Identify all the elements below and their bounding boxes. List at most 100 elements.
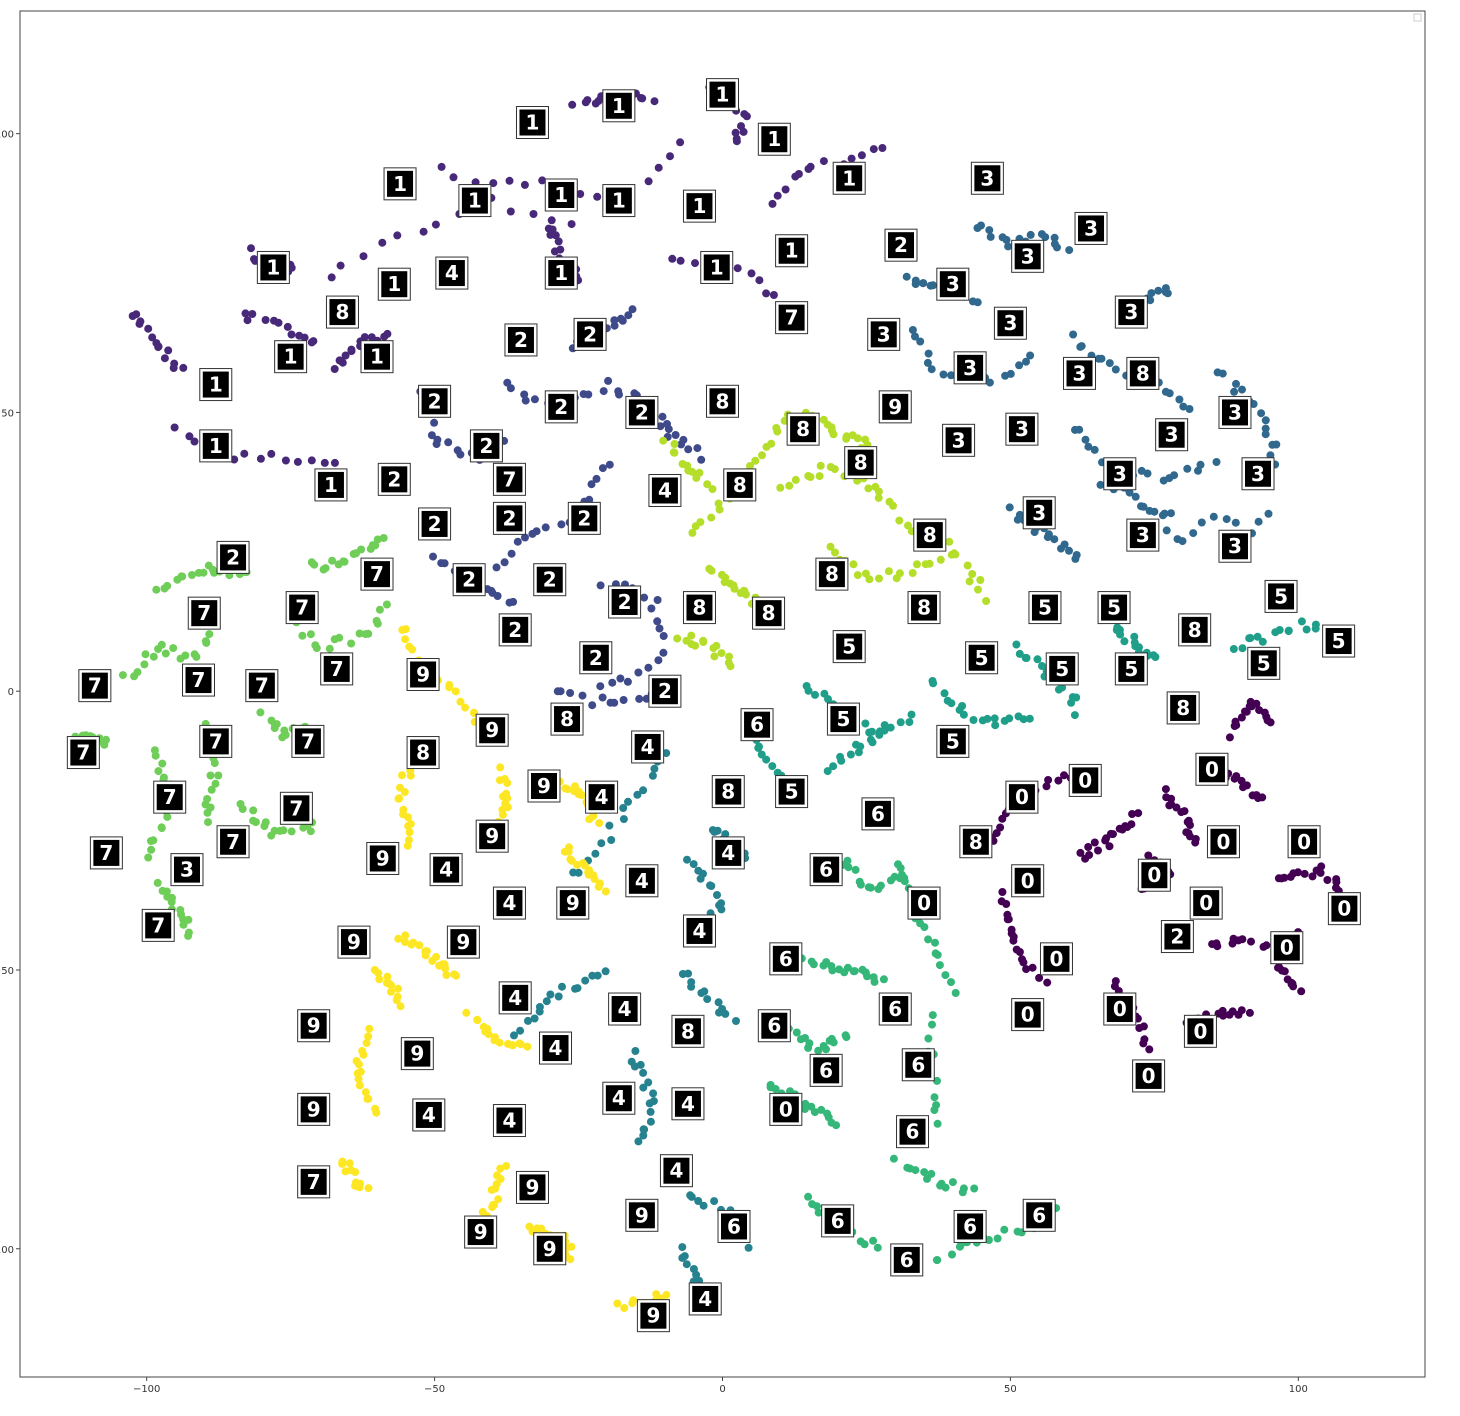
digit-thumbnail-label: 6 (963, 1214, 977, 1238)
scatter-point-digit-0 (1308, 872, 1317, 881)
digit-thumbnail: 0 (1068, 763, 1102, 797)
digit-thumbnail: 6 (809, 1053, 843, 1087)
digit-thumbnail-label: 6 (900, 1248, 914, 1272)
scatter-point-digit-7 (272, 720, 281, 729)
digit-thumbnail: 7 (285, 591, 319, 625)
scatter-point-digit-1 (547, 216, 556, 225)
digit-thumbnail: 6 (901, 1048, 935, 1082)
scatter-point-digit-4 (546, 990, 555, 999)
scatter-point-digit-9 (620, 1304, 629, 1312)
digit-thumbnail: 4 (648, 473, 682, 507)
scatter-point-digit-5 (1116, 630, 1125, 639)
scatter-point-digit-6 (933, 1119, 942, 1128)
digit-thumbnail-label: 9 (543, 1237, 557, 1261)
digit-thumbnail: 9 (878, 390, 912, 424)
scatter-point-digit-3 (1154, 286, 1163, 295)
digit-thumbnail: 7 (279, 791, 313, 825)
scatter-point-digit-3 (1266, 451, 1275, 460)
digit-thumbnail: 0 (1189, 886, 1223, 920)
digit-thumbnail-label: 8 (854, 451, 868, 475)
scatter-point-digit-2 (456, 450, 465, 459)
digit-thumbnail-label: 9 (537, 774, 551, 798)
scatter-point-digit-3 (1194, 466, 1202, 475)
digit-thumbnail-label: 1 (710, 255, 724, 279)
digit-thumbnail-label: 1 (209, 373, 223, 397)
digit-thumbnail: 5 (1264, 579, 1298, 613)
scatter-point-digit-3 (908, 326, 917, 334)
scatter-point-digit-9 (408, 645, 417, 654)
scatter-point-digit-2 (500, 558, 509, 567)
scatter-point-digit-6 (920, 1168, 929, 1177)
digit-thumbnail-label: 8 (762, 601, 776, 625)
scatter-point-digit-7 (281, 730, 290, 739)
digit-thumbnail-label: 0 (917, 891, 931, 915)
scatter-point-digit-9 (364, 1032, 373, 1041)
scatter-point-digit-8 (673, 634, 682, 643)
scatter-point-digit-5 (861, 719, 870, 728)
scatter-point-digit-3 (1050, 535, 1059, 544)
scatter-point-digit-0 (1145, 1045, 1154, 1054)
scatter-point-digit-3 (985, 378, 994, 387)
digit-thumbnail-label: 6 (1032, 1203, 1046, 1227)
scatter-point-digit-1 (336, 261, 345, 270)
scatter-point-digit-9 (422, 947, 431, 956)
digit-thumbnail: 8 (786, 412, 820, 446)
digit-thumbnail-label: 8 (416, 741, 430, 765)
scatter-point-digit-6 (941, 1183, 950, 1192)
digit-thumbnail-label: 9 (416, 662, 430, 686)
scatter-point-digit-9 (571, 782, 579, 791)
scatter-point-digit-4 (689, 860, 698, 869)
digit-thumbnail: 8 (723, 468, 757, 502)
scatter-point-digit-9 (515, 1039, 524, 1048)
scatter-point-digit-2 (653, 596, 662, 604)
scatter-point-digit-1 (419, 227, 428, 236)
scatter-point-digit-8 (785, 481, 794, 490)
digit-thumbnail-label: 1 (468, 189, 482, 213)
scatter-point-digit-1 (806, 162, 815, 171)
scatter-point-digit-5 (947, 699, 956, 708)
scatter-point-digit-1 (847, 154, 856, 163)
scatter-point-digit-9 (364, 1094, 373, 1103)
scatter-point-digit-9 (629, 1296, 638, 1305)
scatter-point-digit-2 (588, 701, 597, 710)
scatter-point-digit-8 (913, 560, 921, 569)
scatter-point-digit-4 (646, 1107, 655, 1116)
scatter-point-digit-0 (1237, 1006, 1246, 1015)
scatter-point-digit-5 (1275, 626, 1284, 634)
scatter-point-digit-7 (209, 565, 217, 574)
scatter-point-digit-5 (1038, 662, 1046, 670)
digit-thumbnail-label: 8 (969, 830, 983, 854)
digit-thumbnail: 8 (913, 518, 947, 552)
scatter-point-digit-4 (696, 874, 705, 883)
scatter-point-digit-1 (676, 256, 685, 265)
scatter-point-digit-3 (1212, 458, 1221, 466)
digit-thumbnail-label: 5 (975, 646, 989, 670)
scatter-point-digit-9 (567, 1242, 576, 1251)
scatter-point-digit-1 (144, 324, 153, 333)
scatter-point-digit-3 (1084, 442, 1093, 451)
digit-thumbnail: 3 (170, 853, 204, 887)
digit-thumbnail: 3 (953, 351, 987, 385)
digit-thumbnail: 7 (320, 652, 354, 686)
scatter-point-digit-1 (576, 190, 585, 198)
scatter-point-digit-3 (1090, 445, 1099, 454)
scatter-point-digit-1 (341, 351, 350, 360)
scatter-point-digit-2 (509, 597, 518, 606)
scatter-point-digit-1 (281, 456, 290, 465)
scatter-point-digit-4 (619, 804, 628, 812)
scatter-point-digit-2 (644, 663, 653, 672)
scatter-point-digit-8 (945, 537, 954, 546)
scatter-point-digit-6 (841, 1031, 850, 1040)
scatter-point-digit-0 (1044, 776, 1053, 784)
digit-thumbnail: 8 (907, 591, 941, 625)
digit-thumbnail: 3 (970, 161, 1004, 195)
scatter-point-digit-1 (241, 309, 250, 318)
scatter-point-digit-2 (640, 593, 649, 602)
scatter-point-digit-3 (1218, 369, 1227, 378)
scatter-point-digit-2 (659, 648, 668, 657)
scatter-point-digit-6 (804, 1043, 813, 1052)
scatter-point-digit-8 (703, 480, 712, 489)
scatter-point-digit-7 (184, 915, 193, 924)
scatter-point-digit-0 (1144, 851, 1153, 860)
digit-thumbnail: 6 (953, 1209, 987, 1243)
